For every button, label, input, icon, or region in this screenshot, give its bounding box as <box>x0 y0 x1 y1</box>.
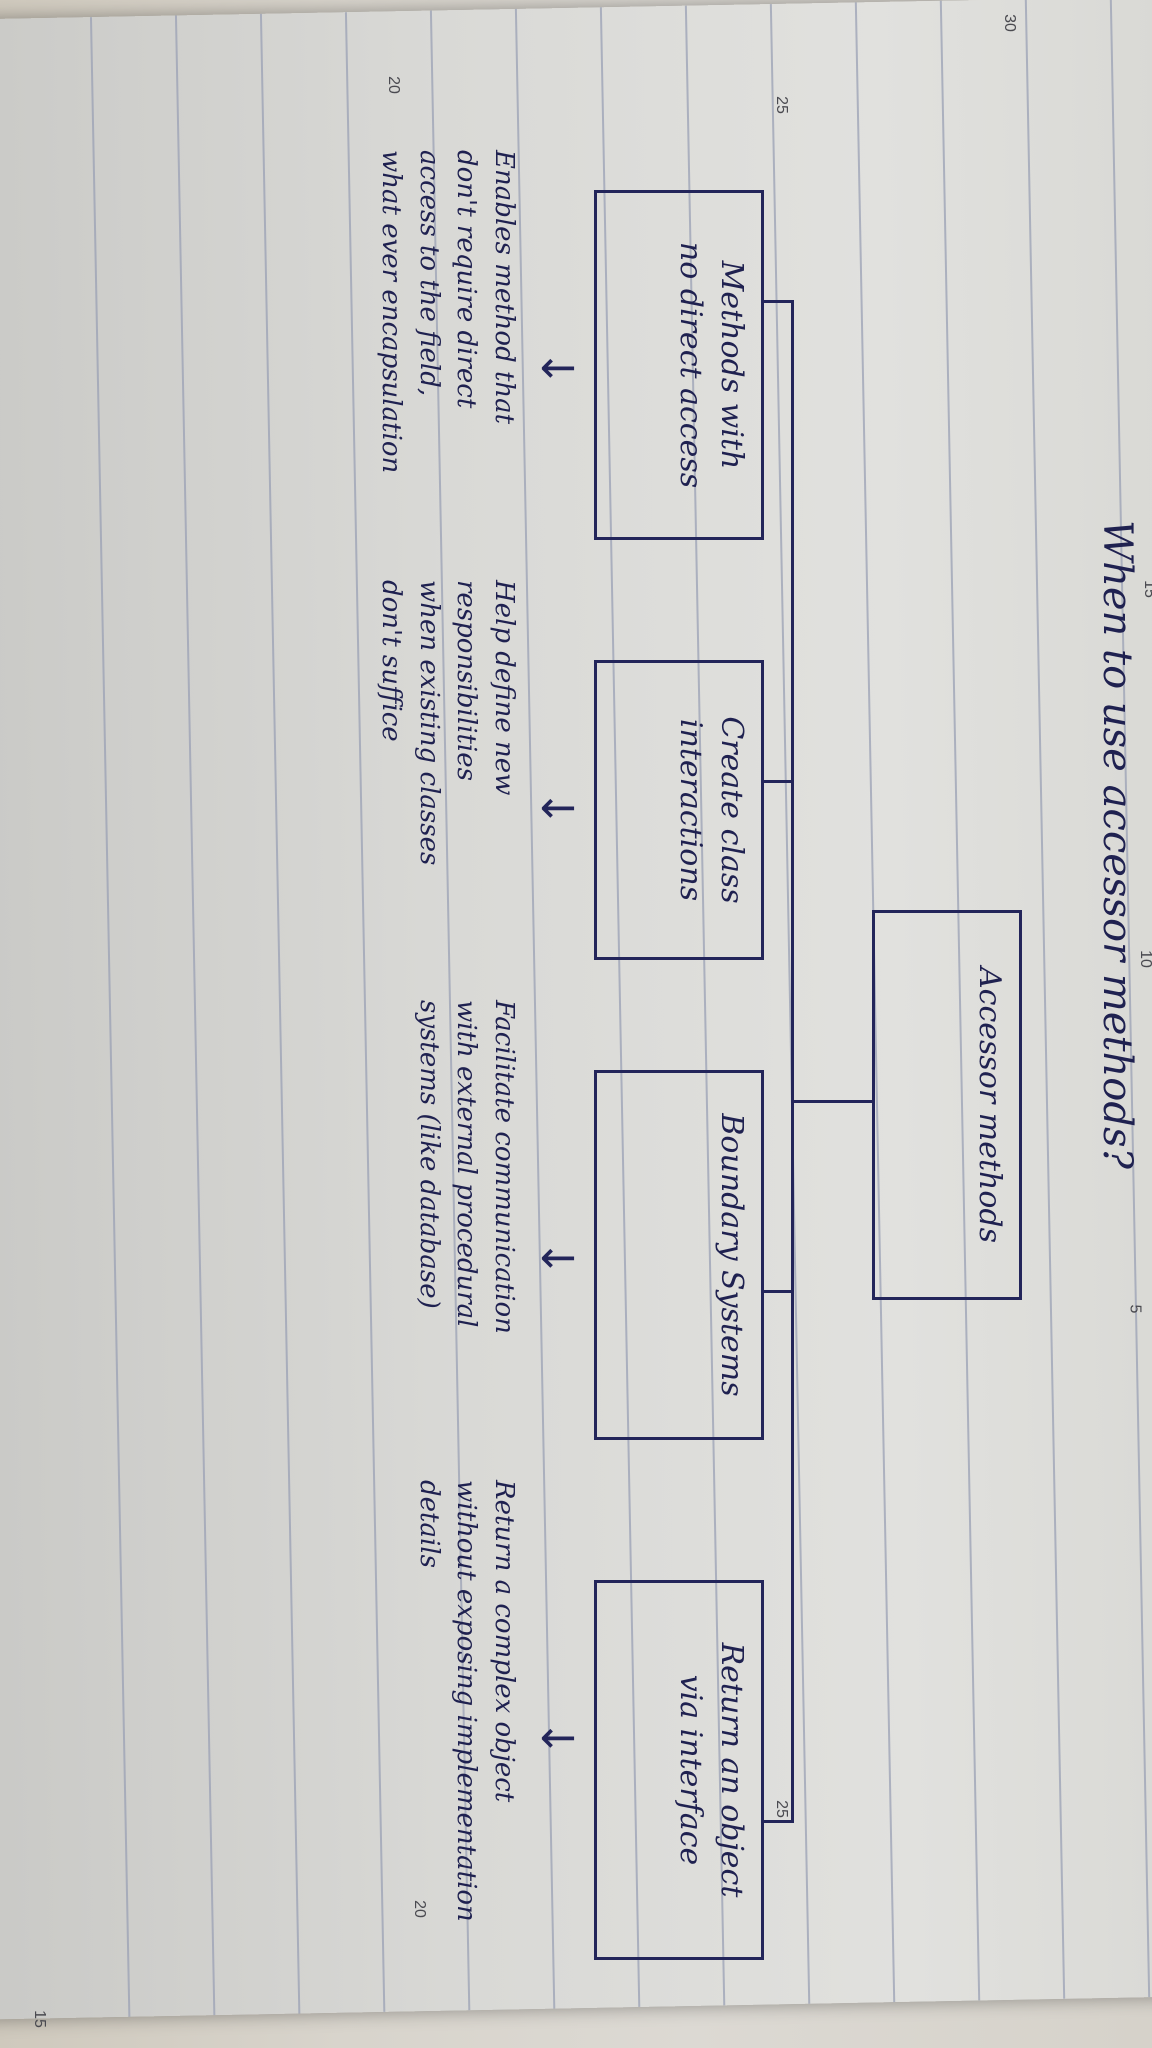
branch-purpose: Facilitate communication with external p… <box>413 1000 519 1334</box>
branch-drop <box>764 300 794 303</box>
down-arrow-icon: ↓ <box>531 1240 582 1277</box>
branch-drop <box>764 1290 794 1293</box>
branch-box: Return an object via interface <box>594 1580 764 1960</box>
root-stem <box>792 1100 872 1103</box>
branch-rail <box>791 300 794 1820</box>
down-arrow-icon: ↓ <box>531 790 582 827</box>
branch-box-label: Create class interactions <box>673 716 750 904</box>
branch-purpose: Return a complex object without exposing… <box>413 1480 519 1922</box>
branch-box: Create class interactions <box>594 660 764 960</box>
branch-purpose: Help define new responsibilities when ex… <box>375 580 519 866</box>
branch-purpose: Enables method that don't require direct… <box>375 150 519 474</box>
root-box: Accessor methods <box>872 910 1022 1300</box>
branch-box-label: Methods with no direct access <box>673 241 750 489</box>
down-arrow-icon: ↓ <box>531 1720 582 1757</box>
branch-box: Boundary Systems <box>594 1070 764 1440</box>
page-title: When to use accessor methods? <box>1094 520 1140 1169</box>
branch-box-label: Boundary Systems <box>714 1113 749 1397</box>
branch-drop <box>764 780 794 783</box>
branch-box: Methods with no direct access <box>594 190 764 540</box>
root-box-label: Accessor methods <box>972 967 1007 1243</box>
down-arrow-icon: ↓ <box>531 350 582 387</box>
branch-box-label: Return an object via interface <box>673 1642 750 1898</box>
branch-drop <box>764 1820 794 1823</box>
